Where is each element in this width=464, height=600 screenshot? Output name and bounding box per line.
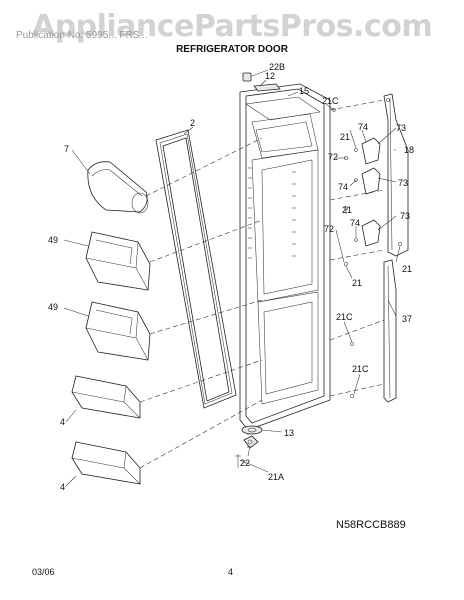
callout-21-b: 21	[342, 205, 352, 215]
handle-lower	[383, 259, 397, 403]
callout-72-b: 72	[324, 224, 334, 234]
callout-73-b: 73	[398, 178, 408, 188]
watermark: AppliancePartsPros.com	[31, 9, 433, 44]
callout-21-a: 21	[340, 132, 350, 142]
hinge-plate-top	[253, 83, 281, 92]
door-assembly	[239, 72, 331, 431]
publication-header: Publication No: 5995... FRS...	[16, 30, 148, 41]
top-hinge-cap	[242, 72, 252, 82]
callout-74-c: 74	[350, 218, 360, 228]
door-gasket	[155, 129, 237, 409]
callout-labels: 22B 12 15 2 7 21C 21 74 73 18 72 74 73 2…	[48, 62, 414, 492]
dairy-door	[87, 161, 149, 214]
callout-13: 13	[284, 428, 294, 438]
screws	[332, 108, 402, 398]
callout-73-c: 73	[400, 211, 410, 221]
callout-74-b: 74	[338, 182, 348, 192]
callout-74-a: 74	[358, 122, 368, 132]
door-shelf-upper	[71, 375, 141, 419]
callout-12: 12	[265, 71, 275, 81]
callout-21c-mid: 21C	[336, 312, 353, 322]
leader-lines	[63, 69, 401, 487]
hinge-brackets	[361, 137, 381, 247]
callout-22b: 22B	[269, 62, 285, 72]
callout-21c-low: 21C	[352, 364, 369, 374]
callout-49-b: 49	[48, 302, 58, 312]
shelf-notches	[248, 167, 296, 259]
callout-72-a: 72	[328, 152, 338, 162]
callout-2: 2	[190, 118, 195, 128]
callout-15: 15	[299, 86, 309, 96]
callout-21-d: 21	[352, 278, 362, 288]
callout-21-c: 21	[402, 264, 412, 274]
footer-date: 03/06	[32, 567, 55, 577]
callout-4-a: 4	[60, 417, 65, 427]
door-shelf-lower	[71, 441, 141, 485]
callout-37: 37	[402, 314, 412, 324]
callout-7: 7	[64, 144, 69, 154]
callout-22: 22	[240, 458, 250, 468]
callout-4-b: 4	[60, 482, 65, 492]
callout-21a: 21A	[268, 472, 284, 482]
callout-73-a: 73	[396, 123, 406, 133]
handle-upper	[383, 93, 409, 257]
section-title: REFRIGERATOR DOOR	[176, 44, 288, 55]
callout-49-a: 49	[48, 235, 58, 245]
callout-18: 18	[404, 145, 414, 155]
drawing-code: N58RCCB889	[336, 519, 406, 531]
callout-21c-top: 21C	[322, 96, 339, 106]
footer-page-number: 4	[228, 567, 234, 577]
door-bin-middle	[85, 301, 151, 361]
door-bin-upper	[85, 231, 151, 291]
explosion-lines	[139, 99, 385, 469]
